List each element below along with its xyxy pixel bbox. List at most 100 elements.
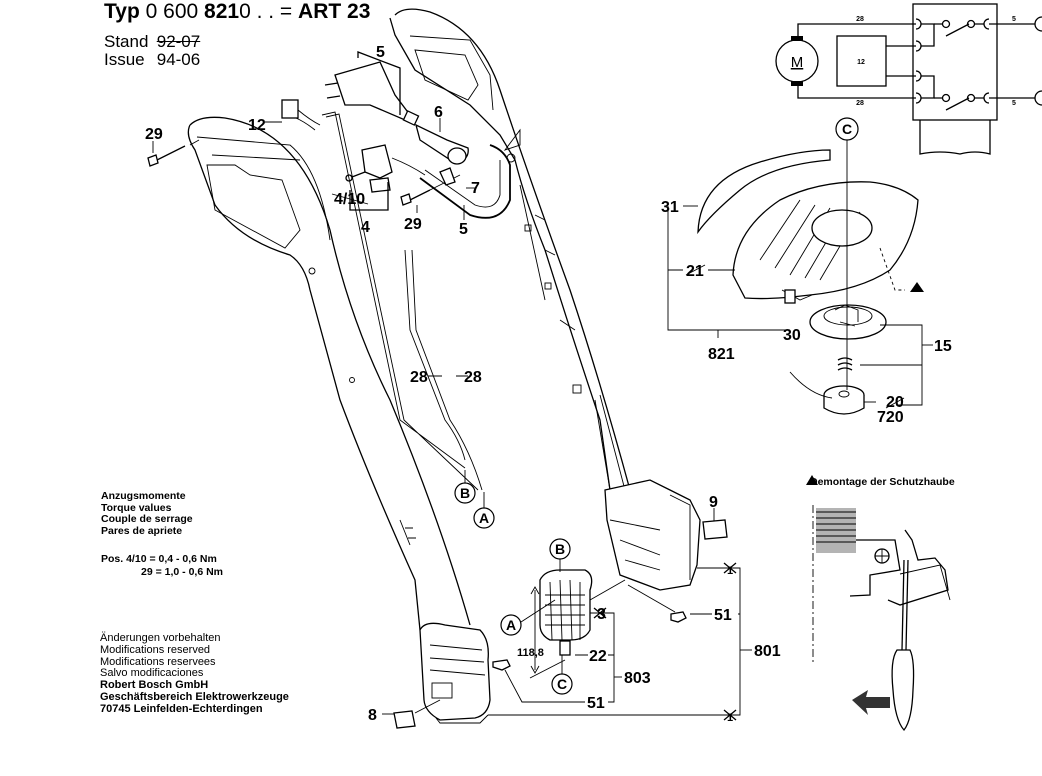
model-name: ART 23	[298, 0, 371, 23]
screw	[147, 154, 159, 167]
callout-5: 5	[376, 44, 385, 61]
guard-clip	[784, 289, 796, 304]
handle-grip-recess-right	[414, 49, 479, 101]
callout-21: 21	[686, 263, 704, 280]
connector-a-label: A	[506, 617, 516, 633]
housing-left-half	[187, 116, 491, 724]
stand-label: Stand	[104, 32, 149, 51]
capacitor	[281, 99, 299, 119]
callout-9: 9	[709, 494, 718, 511]
legal-line: Modifications reserved	[100, 643, 211, 656]
connector-b-label: B	[460, 485, 470, 501]
callout-29: 29	[404, 216, 422, 233]
guard-section	[887, 529, 949, 606]
motor-brush-top	[791, 36, 803, 41]
legal-line: Modifications reservees	[100, 655, 216, 668]
label-plate	[702, 519, 728, 540]
torque-line: Pares de apriete	[101, 524, 183, 537]
guard-assembly	[697, 140, 924, 415]
connector-markers: B A B A C C	[454, 117, 859, 695]
housing-right-half	[389, 8, 701, 591]
callout-29: 29	[145, 126, 163, 143]
callout-31: 31	[661, 199, 679, 216]
switch-contacts-in	[915, 18, 922, 104]
connector-c	[835, 117, 859, 141]
nut	[492, 659, 511, 671]
power-cable	[419, 144, 511, 219]
motor-winding-section	[816, 508, 856, 553]
callout-15: 15	[934, 338, 952, 355]
motor-shaft	[559, 640, 571, 656]
on-off-switch	[361, 144, 393, 179]
callout-1: 1	[727, 565, 733, 577]
callout-51: 51	[714, 607, 732, 624]
callout-803: 803	[624, 670, 651, 687]
legal-line: Änderungen vorbehalten	[100, 632, 221, 644]
motor-assembly	[492, 569, 687, 679]
mains-plug	[334, 61, 411, 121]
leader-lines	[152, 141, 933, 729]
cable-label-bottom: 5	[1012, 100, 1016, 107]
handle-grip-recess	[206, 164, 301, 249]
company-address: 70745 Leinfelden-Echterdingen	[100, 702, 263, 715]
callout-30: 30	[783, 327, 801, 344]
callout-22: 22	[589, 648, 607, 665]
wire-label-bottom: 28	[856, 100, 864, 107]
connector-c-label: C	[842, 121, 852, 137]
switch-box	[912, 3, 998, 121]
torque-specs: Pos. 4/10 = 0,4 - 0,6 Nm 29 = 1,0 - 0,6 …	[101, 553, 223, 579]
type-number-c: 0 . . =	[239, 0, 293, 23]
capacitor-label: 12	[857, 59, 865, 66]
callout-5: 5	[459, 221, 468, 238]
callout-28: 28	[464, 369, 482, 386]
switch-stem	[919, 120, 991, 155]
wire-label-top: 28	[856, 16, 864, 23]
callout-1: 1	[727, 712, 733, 724]
switch-lever	[945, 23, 970, 111]
spool-housing	[809, 304, 887, 340]
callout-51: 51	[587, 695, 605, 712]
screw	[400, 193, 412, 206]
callout-6: 6	[434, 104, 443, 121]
callout-821: 821	[708, 346, 735, 363]
small-parts	[147, 51, 511, 491]
callout-12: 12	[248, 117, 266, 134]
revision-block: Stand 92-07 Issue 94-06	[104, 33, 200, 69]
callout-801: 801	[754, 643, 781, 660]
screwdriver-handle	[891, 649, 915, 732]
callout-7: 7	[471, 180, 480, 197]
torque-spec-1: Pos. 4/10 = 0,4 - 0,6 Nm	[101, 553, 217, 565]
direction-arrow-icon	[852, 690, 890, 715]
type-prefix: Typ	[104, 0, 140, 23]
legal-block: Änderungen vorbehalten Modifications res…	[100, 632, 289, 716]
spring	[837, 357, 853, 371]
model-title: Typ 0 600 8210 . . = ART 23	[104, 1, 370, 22]
cable-label-top: 5	[1012, 16, 1016, 23]
triangle-icon	[806, 475, 818, 485]
nut	[670, 611, 687, 623]
company-division: Geschäftsbereich Elektrowerkzeuge	[100, 690, 289, 703]
label-plate	[393, 710, 416, 729]
guard-removal-detail	[806, 475, 951, 732]
torque-line: Anzugsmomente	[101, 490, 186, 502]
screwdriver-shaft	[901, 559, 905, 651]
torque-line: Torque values	[101, 501, 172, 514]
torque-line: Couple de serrage	[101, 513, 193, 526]
callout-4: 4	[361, 219, 370, 236]
connector-a	[500, 614, 522, 636]
motor-housing-right	[604, 479, 701, 591]
issue-label: Issue	[104, 50, 145, 69]
wiring-diagram: M 12 28 28 5 5	[775, 3, 1042, 155]
motor-wires	[321, 111, 479, 491]
motor-brush-bottom	[791, 81, 803, 86]
callout-8: 8	[368, 707, 377, 724]
company-name: Robert Bosch GmbH	[100, 679, 209, 692]
callout-3: 3	[597, 606, 606, 623]
callout-20: 20	[886, 394, 904, 411]
connector-b-label: B	[555, 541, 565, 557]
triangle-marker-icon	[910, 282, 924, 292]
torque-heading: Anzugsmomente Torque values Couple de se…	[101, 490, 193, 537]
issue-value: 94-06	[156, 50, 201, 69]
callout-28: 28	[410, 369, 428, 386]
